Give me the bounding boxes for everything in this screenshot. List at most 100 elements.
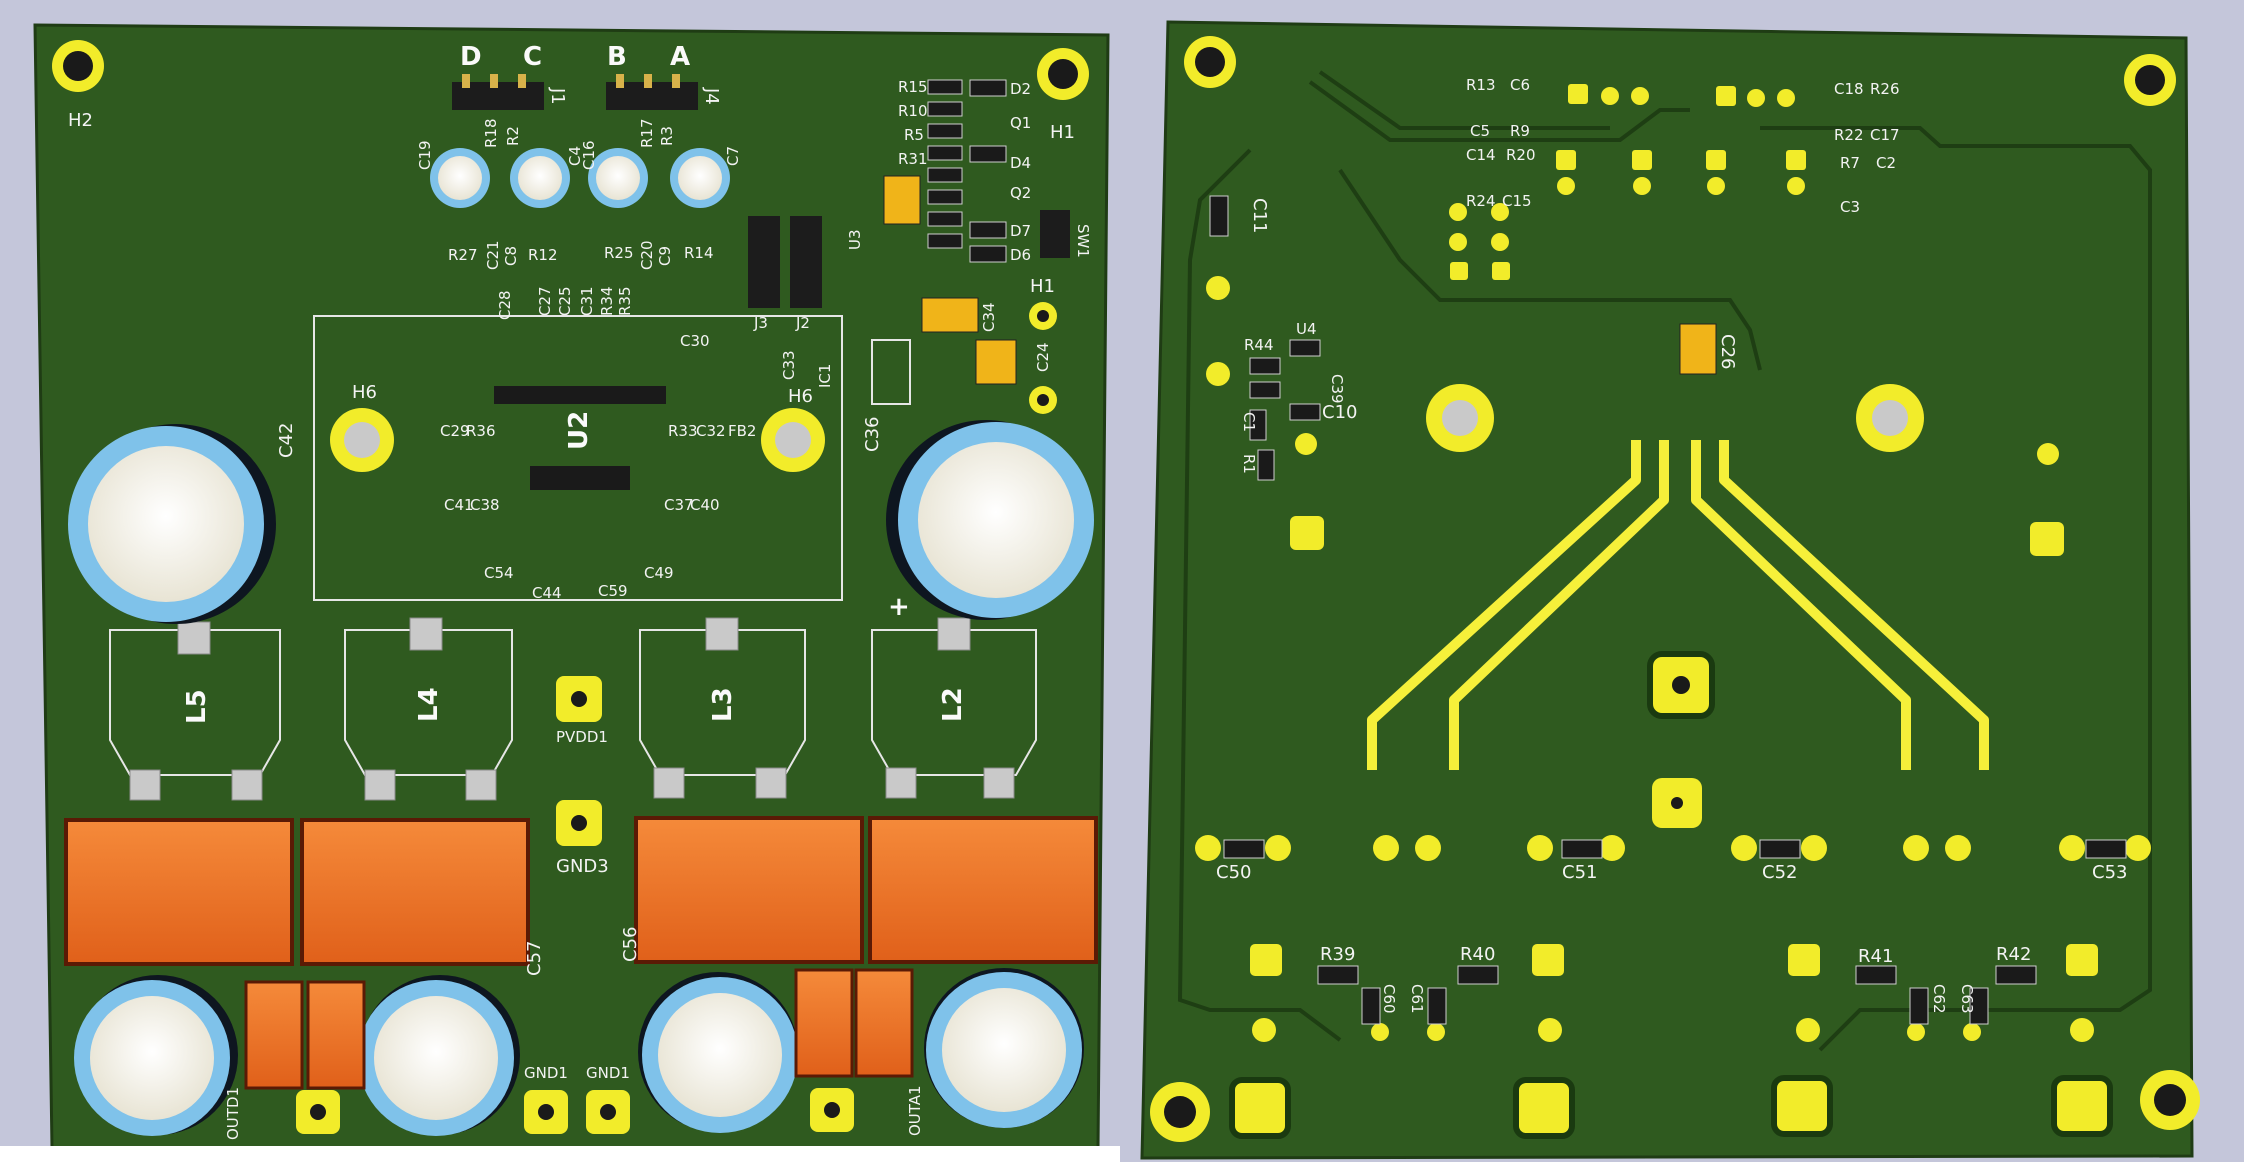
header-label-b: B xyxy=(607,42,627,72)
film-capacitors xyxy=(64,816,1098,1090)
d2-label: D2 xyxy=(1010,80,1032,98)
r15-label: R15 xyxy=(898,78,928,96)
u3-label: U3 xyxy=(846,229,864,250)
c61-label: C61 xyxy=(1408,984,1426,1014)
c10-label: C10 xyxy=(1322,402,1358,423)
c26-tantalum xyxy=(1679,323,1717,375)
c31-label: C31 xyxy=(578,286,596,316)
h2-label: H2 xyxy=(68,110,93,131)
gnd1-label-b: GND1 xyxy=(586,1064,630,1082)
c52-label: C52 xyxy=(1762,862,1798,883)
c28-label: C28 xyxy=(496,290,514,320)
r36-label: R36 xyxy=(466,422,496,440)
c50-label: C50 xyxy=(1216,862,1252,883)
c16-label: C16 xyxy=(580,140,598,170)
c19-label: C19 xyxy=(416,140,434,170)
c11-part xyxy=(1209,195,1229,237)
outd1-label: OUTD1 xyxy=(224,1086,242,1140)
c30-label: C30 xyxy=(680,332,710,350)
r35-label: R35 xyxy=(616,286,634,316)
h1-label: H1 xyxy=(1030,276,1055,297)
c39-label: C39 xyxy=(1328,374,1346,404)
smd-column-top-right xyxy=(927,79,1007,263)
output-traces xyxy=(1367,440,1989,770)
r25-label: R25 xyxy=(604,244,634,262)
c33-label: C33 xyxy=(780,350,798,380)
c63-label: C63 xyxy=(1958,984,1976,1014)
gnd3-label: GND3 xyxy=(556,856,609,877)
c56-label: C56 xyxy=(620,926,641,962)
front-board xyxy=(33,23,1110,1150)
front-mounting-holes xyxy=(52,40,1089,472)
c15-label: C15 xyxy=(1502,192,1532,210)
r18-label: R18 xyxy=(482,118,500,148)
j2-label: J2 xyxy=(796,314,810,332)
c60-label: C60 xyxy=(1380,984,1398,1014)
inductor-label-l5: L5 xyxy=(182,689,212,724)
r40-label: R40 xyxy=(1460,944,1496,965)
r7-label: R7 xyxy=(1840,154,1860,172)
j1-label: J1 xyxy=(547,88,568,105)
r27-label: R27 xyxy=(448,246,478,264)
c38-label: C38 xyxy=(470,496,500,514)
r39-label: R39 xyxy=(1320,944,1356,965)
r14-label: R14 xyxy=(684,244,714,262)
r9-label: R9 xyxy=(1510,122,1530,140)
plus-mark: + xyxy=(888,592,910,622)
c17-label: C17 xyxy=(1870,126,1900,144)
inductor-label-l2: L2 xyxy=(938,687,968,722)
r12-label: R12 xyxy=(528,246,558,264)
c57-label: C57 xyxy=(524,940,545,976)
header-connectors xyxy=(452,74,1070,308)
c44-label: C44 xyxy=(532,584,562,602)
c6-label: C6 xyxy=(1510,76,1531,94)
r31-label: R31 xyxy=(898,150,928,168)
back-board xyxy=(1140,20,2200,1160)
front-test-points xyxy=(296,676,854,1134)
back-mounting-holes xyxy=(1150,36,2200,1142)
q2-label: Q2 xyxy=(1010,184,1032,202)
c3-label: C3 xyxy=(1840,198,1861,216)
c26-label: C26 xyxy=(1717,334,1738,370)
r20-label: R20 xyxy=(1506,146,1536,164)
amp-area-outline xyxy=(313,315,843,601)
ic1-label: IC1 xyxy=(816,363,834,388)
r26-label: R26 xyxy=(1870,80,1900,98)
h1-top-label: H1 xyxy=(1050,122,1075,143)
c54-label: C54 xyxy=(484,564,514,582)
r33-label: R33 xyxy=(668,422,698,440)
back-large-pads xyxy=(1229,651,2113,1139)
c40-label: C40 xyxy=(690,496,720,514)
signal-electrolytics xyxy=(430,148,730,208)
c5-label: C5 xyxy=(1470,122,1491,140)
header-label-c: C xyxy=(523,42,543,72)
c27-label: C27 xyxy=(536,286,554,316)
c41-label: C41 xyxy=(444,496,474,514)
d4-label: D4 xyxy=(1010,154,1032,172)
c59-label: C59 xyxy=(598,582,628,600)
back-small-pads xyxy=(1195,84,2151,1042)
c53-label: C53 xyxy=(2092,862,2128,883)
r3-label: R3 xyxy=(658,126,676,146)
tantalum-caps xyxy=(883,175,1017,385)
c49-label: C49 xyxy=(644,564,674,582)
c32-label: C32 xyxy=(696,422,726,440)
c7-label: C7 xyxy=(724,145,742,166)
pvdd1-label: PVDD1 xyxy=(556,728,608,746)
r41-label: R41 xyxy=(1858,946,1894,967)
c11-label: C11 xyxy=(1249,198,1270,234)
c8-label: C8 xyxy=(502,245,520,266)
u2-region xyxy=(494,339,911,490)
inductor-pads xyxy=(129,617,1015,801)
j3-label: J3 xyxy=(754,314,768,332)
c14-label: C14 xyxy=(1466,146,1496,164)
c62-label: C62 xyxy=(1930,984,1948,1014)
c20-label: C20 xyxy=(638,240,656,270)
r5-label: R5 xyxy=(904,126,924,144)
back-routing-traces xyxy=(1177,70,2152,1052)
back-board-outline xyxy=(1140,20,2194,1160)
inductor-label-l3: L3 xyxy=(708,687,738,722)
gnd1-label-a: GND1 xyxy=(524,1064,568,1082)
c24-label: C24 xyxy=(1034,342,1052,372)
